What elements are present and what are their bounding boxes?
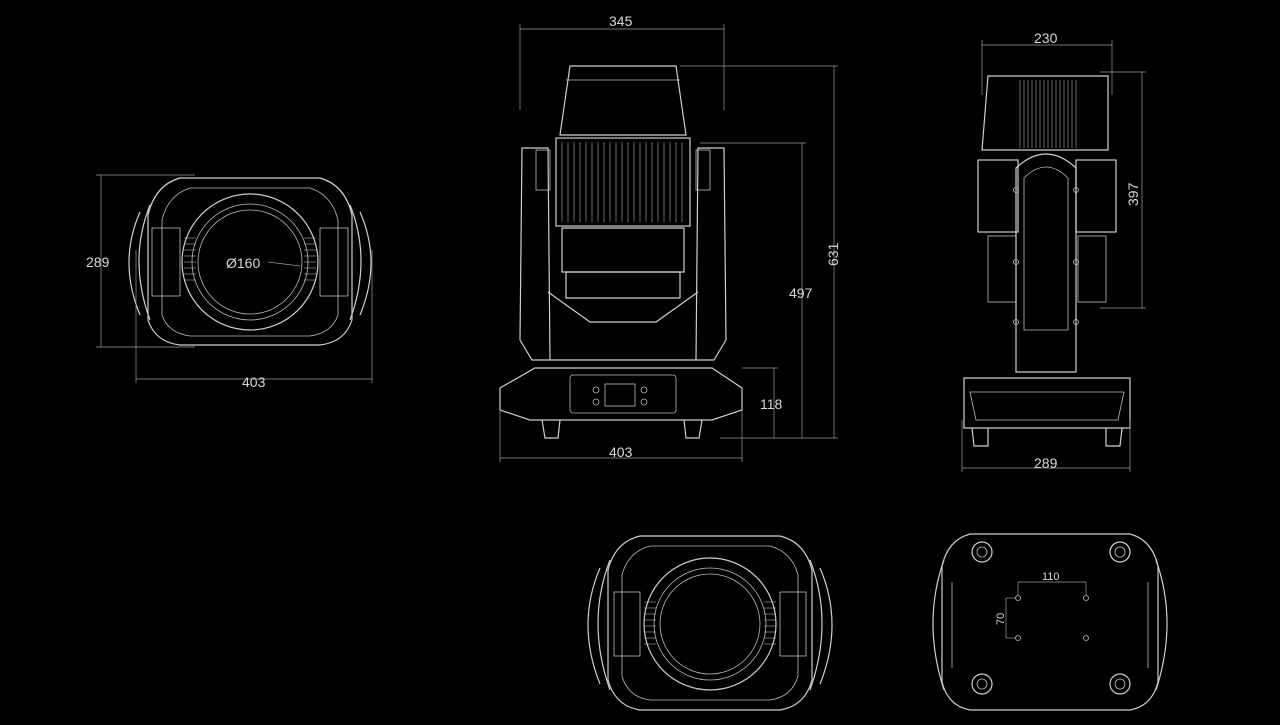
front-total-height-label: 631 (825, 242, 841, 266)
top-width-label: 403 (242, 374, 266, 390)
front-base-width-label: 403 (609, 444, 633, 460)
hole-spacing-y-label: 70 (995, 613, 1007, 625)
hole-spacing-x-label: 110 (1042, 571, 1060, 583)
bottom-view: 110 70 (932, 533, 1168, 711)
front-top-width-label: 345 (609, 13, 633, 29)
top-view: Ø160 289 403 (86, 174, 373, 390)
lens-diameter-label: Ø160 (226, 255, 260, 271)
side-head-height-label: 397 (1125, 182, 1141, 206)
side-base-width-label: 289 (1034, 455, 1058, 471)
rear-view (587, 535, 833, 711)
front-arm-height-label: 497 (789, 285, 813, 301)
top-height-label: 289 (86, 254, 110, 270)
side-top-width-label: 230 (1034, 30, 1058, 46)
front-view: 345 631 497 118 403 (499, 13, 841, 462)
side-view: 230 397 289 (961, 30, 1146, 472)
front-base-height-label: 118 (760, 396, 783, 412)
